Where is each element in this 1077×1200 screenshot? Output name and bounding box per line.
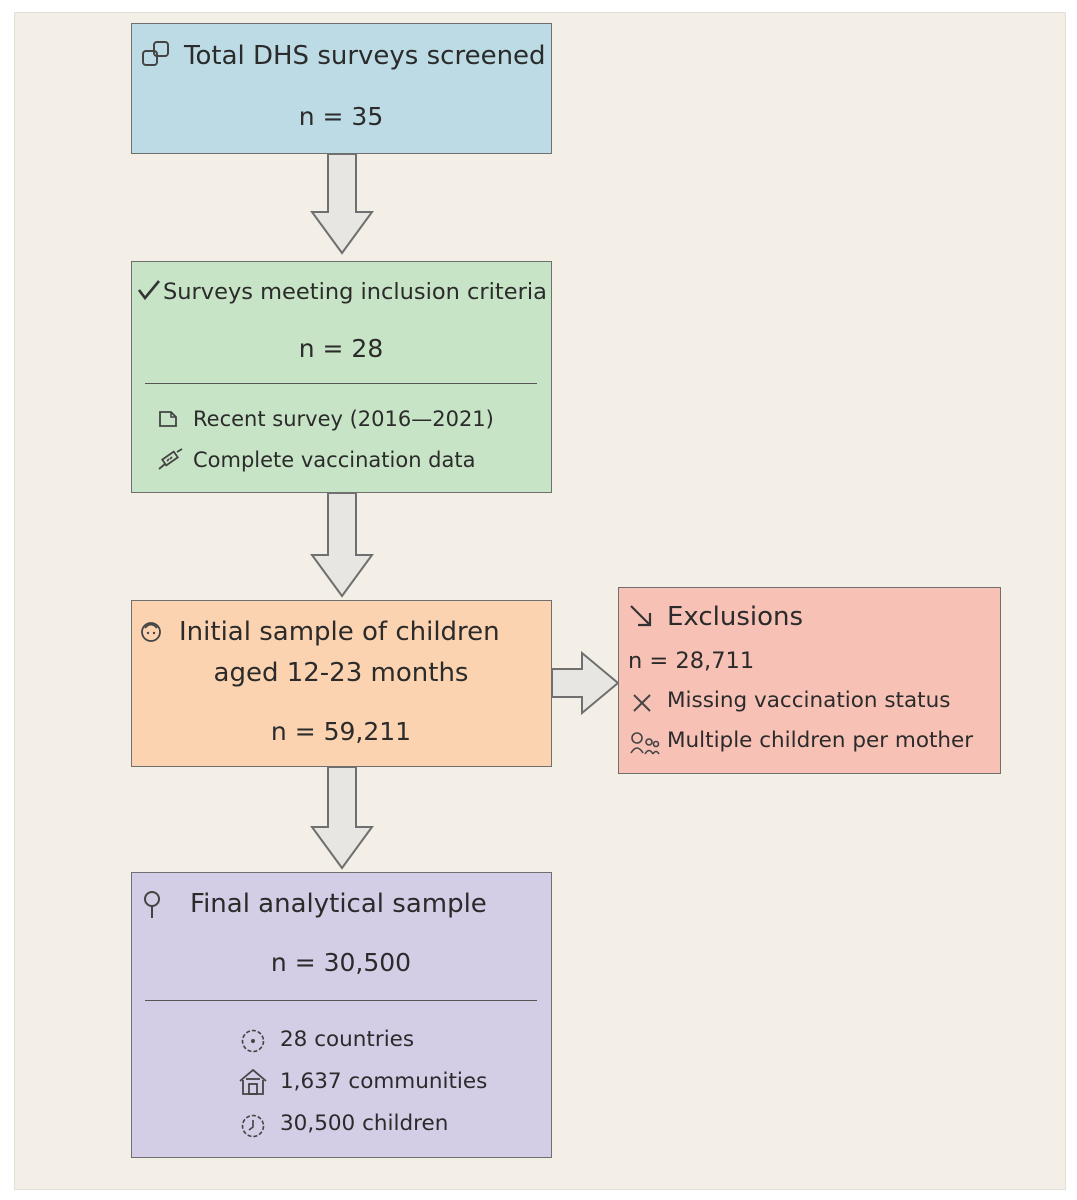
exclusion-item-multiple-children: Multiple children per mother [667, 728, 974, 753]
divider [145, 1000, 537, 1001]
final-sample-count: n = 30,500 [270, 948, 412, 977]
inclusion-criteria-count: n = 28 [298, 334, 384, 363]
total-surveys-box: Total DHS surveys screened n = 35 [131, 23, 552, 154]
total-surveys-count: n = 35 [298, 102, 384, 131]
initial-sample-box: Initial sample of children aged 12-23 mo… [131, 600, 552, 767]
exclusion-item-missing-status: Missing vaccination status [667, 688, 951, 713]
document-icon [158, 410, 178, 428]
inclusion-criteria-title: Surveys meeting inclusion criteria [163, 279, 547, 305]
arrow-down-right-icon [628, 603, 654, 629]
globe-icon [240, 1028, 266, 1054]
initial-sample-title-line2: aged 12-23 months [213, 658, 469, 688]
final-item-children: 30,500 children [280, 1111, 449, 1136]
divider [145, 383, 537, 384]
x-icon [632, 693, 652, 713]
flow-arrow-right [552, 651, 620, 715]
inclusion-criteria-box: Surveys meeting inclusion criteria n = 2… [131, 261, 552, 493]
exclusions-box: Exclusions n = 28,711 Missing vaccinatio… [618, 587, 1001, 774]
total-surveys-title: Total DHS surveys screened [184, 41, 546, 71]
copy-icon [142, 41, 174, 69]
syringe-icon [156, 448, 184, 472]
checkmark-icon [137, 279, 161, 301]
flow-arrow-down [310, 154, 374, 255]
exclusions-count: n = 28,711 [628, 648, 755, 674]
criteria-item-complete-vaccination: Complete vaccination data [193, 448, 476, 472]
clock-icon [240, 1113, 266, 1139]
location-pin-icon [142, 890, 162, 920]
flow-arrow-down [310, 493, 374, 598]
flow-arrow-down [310, 767, 374, 870]
final-sample-title: Final analytical sample [190, 889, 487, 919]
child-face-icon [139, 619, 163, 643]
initial-sample-title-line1: Initial sample of children [179, 617, 500, 647]
criteria-item-recent-survey: Recent survey (2016—2021) [193, 407, 494, 431]
initial-sample-count: n = 59,211 [270, 717, 412, 746]
house-icon [238, 1068, 268, 1096]
final-sample-box: Final analytical sample n = 30,500 28 co… [131, 872, 552, 1158]
exclusions-title: Exclusions [667, 602, 804, 632]
final-item-countries: 28 countries [280, 1027, 415, 1052]
final-item-communities: 1,637 communities [280, 1069, 488, 1094]
flowchart-canvas: Total DHS surveys screened n = 35 Survey… [14, 12, 1066, 1190]
family-icon [629, 731, 661, 755]
